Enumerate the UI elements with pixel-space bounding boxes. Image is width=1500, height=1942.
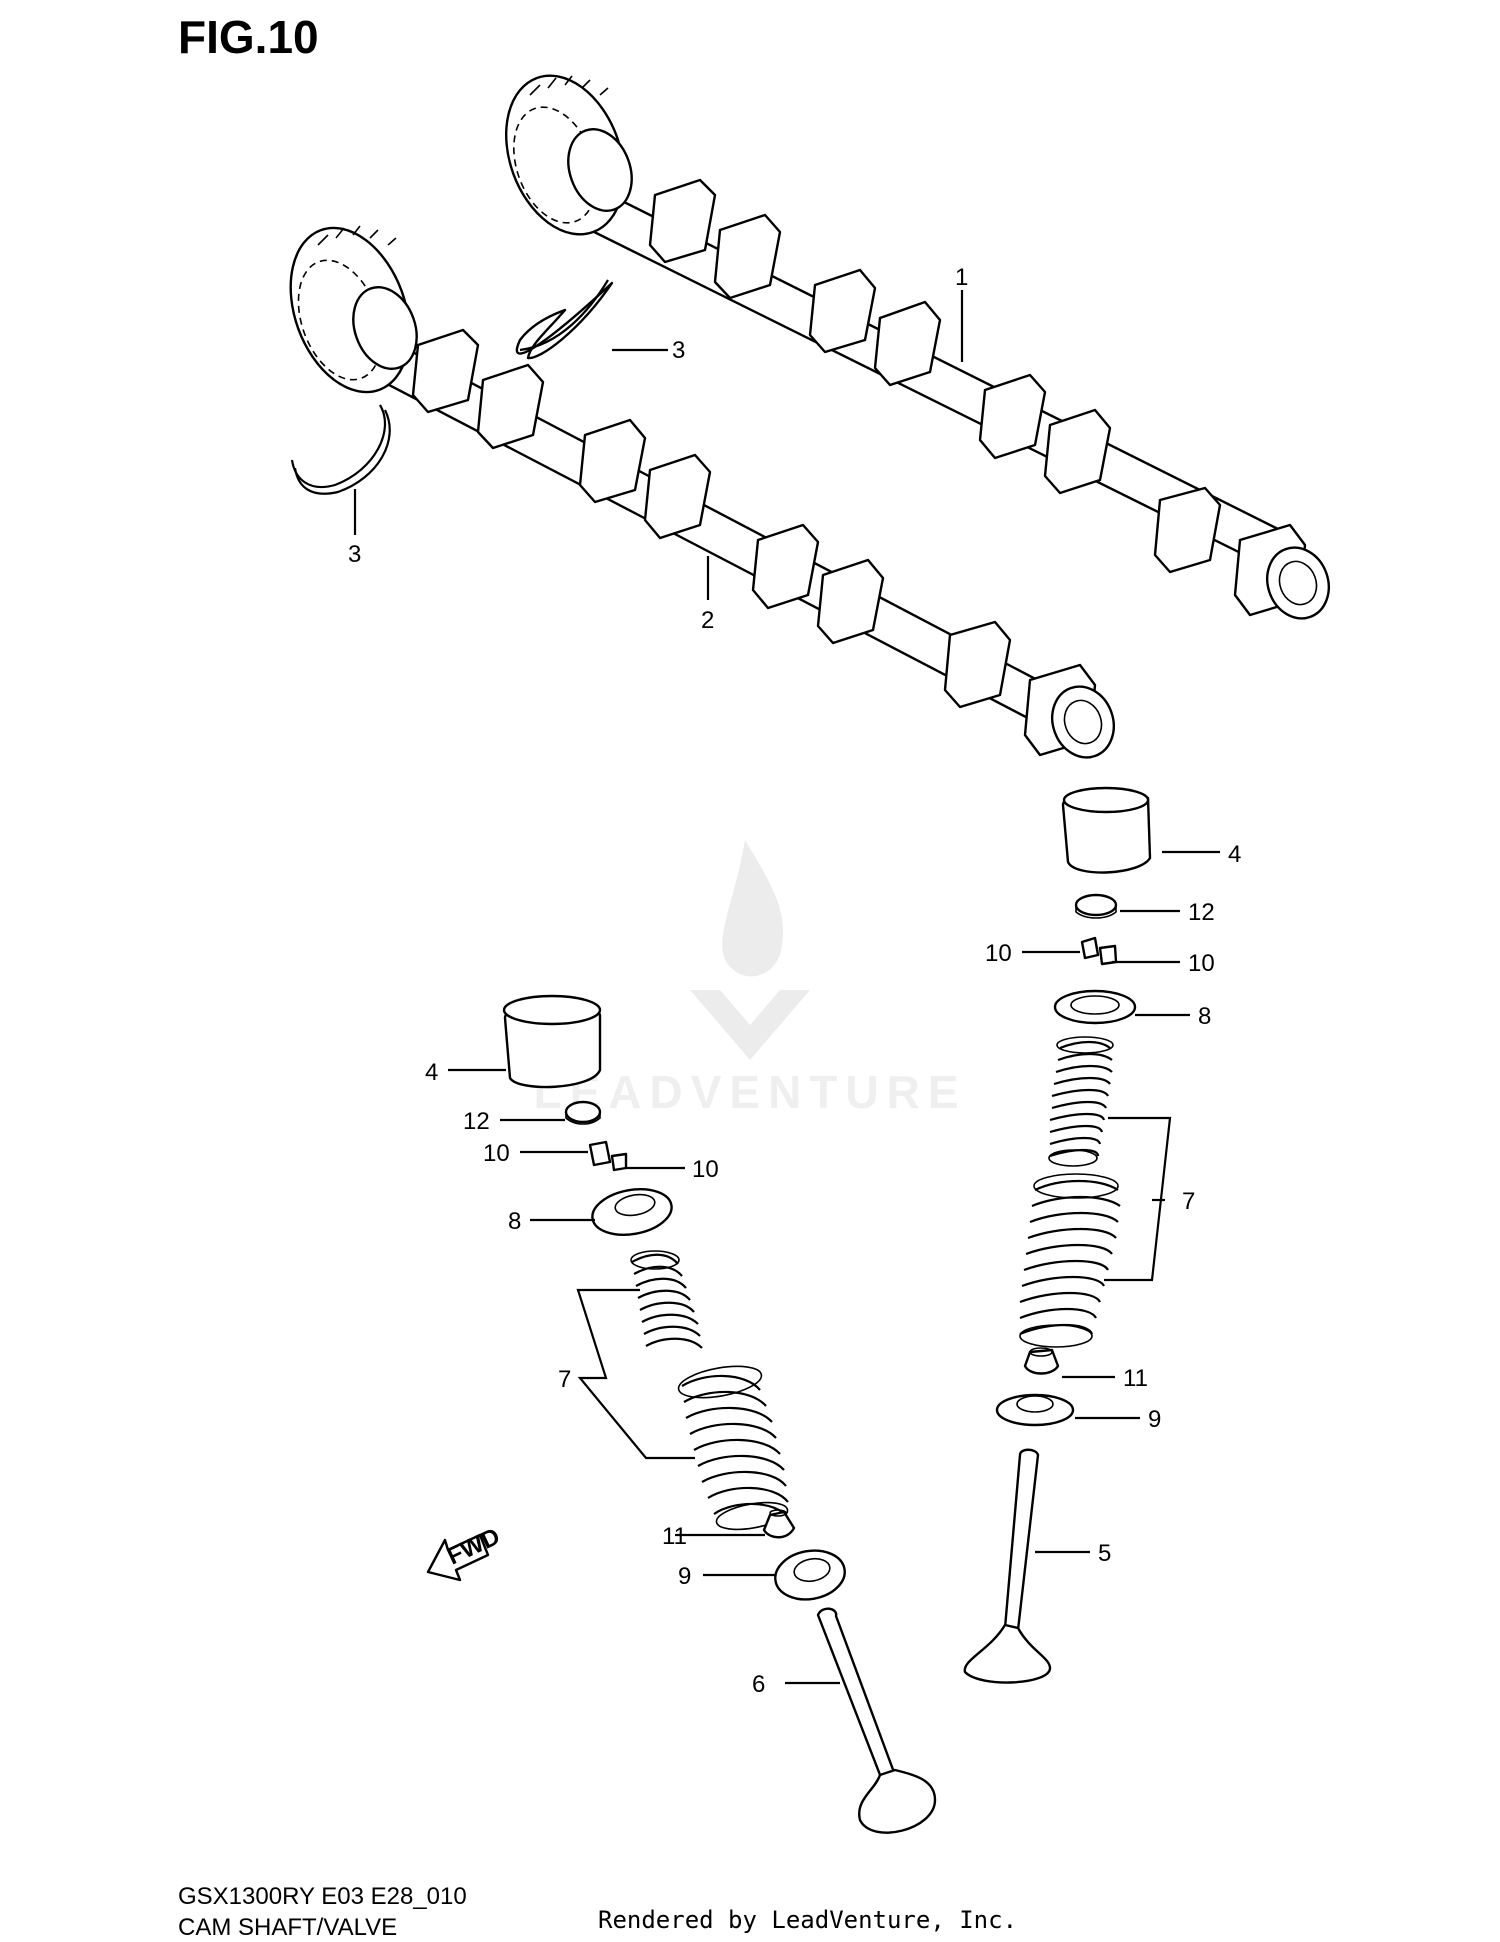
callout-4-left[interactable]: 4 xyxy=(425,1059,438,1086)
render-credit: Rendered by LeadVenture, Inc. xyxy=(598,1906,1018,1934)
spring-outer-left[interactable] xyxy=(676,1361,789,1534)
spring-seat-left[interactable] xyxy=(771,1545,848,1604)
camshaft-2[interactable] xyxy=(269,211,1123,766)
callout-12-right[interactable]: 12 xyxy=(1188,899,1215,926)
callout-7-right[interactable]: 7 xyxy=(1182,1188,1195,1215)
callout-10-left-a[interactable]: 10 xyxy=(483,1140,510,1167)
spring-inner-left[interactable] xyxy=(630,1250,703,1349)
callout-7-left[interactable]: 7 xyxy=(558,1366,571,1393)
leader-lines xyxy=(353,290,1220,1685)
c-ring-lower[interactable] xyxy=(290,404,391,495)
callout-10-left-b[interactable]: 10 xyxy=(692,1156,719,1183)
camshaft-1[interactable] xyxy=(485,59,1338,627)
callout-labels: 1 3 3 2 4 12 10 10 8 7 11 9 5 4 12 10 10… xyxy=(348,264,1241,1698)
callout-11-right[interactable]: 11 xyxy=(1123,1365,1148,1392)
callout-2[interactable]: 2 xyxy=(701,607,714,634)
c-ring-upper[interactable] xyxy=(515,279,614,360)
watermark-text: LEADVENTURE xyxy=(533,1066,967,1118)
callout-5[interactable]: 5 xyxy=(1098,1540,1111,1567)
callout-3-lower[interactable]: 3 xyxy=(348,541,361,568)
spring-inner-right[interactable] xyxy=(1048,1036,1114,1167)
retainer-left[interactable] xyxy=(589,1183,675,1240)
watermark-logo: LEADVENTURE xyxy=(490,820,1010,1120)
callout-10-right-b[interactable]: 10 xyxy=(1188,950,1215,977)
section-name: CAM SHAFT/VALVE xyxy=(178,1914,398,1941)
callout-12-left[interactable]: 12 xyxy=(463,1108,490,1135)
intake-valve[interactable] xyxy=(963,1448,1052,1684)
retainer-right[interactable] xyxy=(1053,989,1137,1025)
fwd-label: FWD xyxy=(443,1523,504,1571)
callout-4-right[interactable]: 4 xyxy=(1228,841,1241,868)
stem-seal-left[interactable] xyxy=(762,1509,796,1539)
flame-logo-icon xyxy=(690,840,810,1060)
figure-title: FIG.10 xyxy=(178,11,319,63)
stem-seal-right[interactable] xyxy=(1023,1347,1060,1375)
callout-3-upper[interactable]: 3 xyxy=(672,337,685,364)
fwd-direction-badge: FWD xyxy=(426,1523,504,1582)
callout-8-left[interactable]: 8 xyxy=(508,1208,521,1235)
shim-left[interactable] xyxy=(564,1100,602,1125)
callout-10-right-a[interactable]: 10 xyxy=(985,940,1012,967)
exhaust-valve[interactable] xyxy=(816,1607,937,1834)
model-code: GSX1300RY E03 E28_010 xyxy=(178,1883,467,1910)
tappet-left[interactable] xyxy=(502,994,602,1089)
cotter-right[interactable] xyxy=(1080,936,1118,966)
spring-seat-right[interactable] xyxy=(995,1393,1075,1427)
callout-9-left[interactable]: 9 xyxy=(678,1563,691,1590)
shim-right[interactable] xyxy=(1074,893,1118,919)
callout-1[interactable]: 1 xyxy=(955,264,968,291)
spring-outer-right[interactable] xyxy=(1019,1173,1121,1348)
callout-11-left[interactable]: 11 xyxy=(662,1523,687,1550)
tappet-right[interactable] xyxy=(1061,786,1152,874)
callout-6[interactable]: 6 xyxy=(752,1671,765,1698)
cotter-left[interactable] xyxy=(588,1140,628,1172)
callout-8-right[interactable]: 8 xyxy=(1198,1003,1211,1030)
callout-9-right[interactable]: 9 xyxy=(1148,1406,1161,1433)
